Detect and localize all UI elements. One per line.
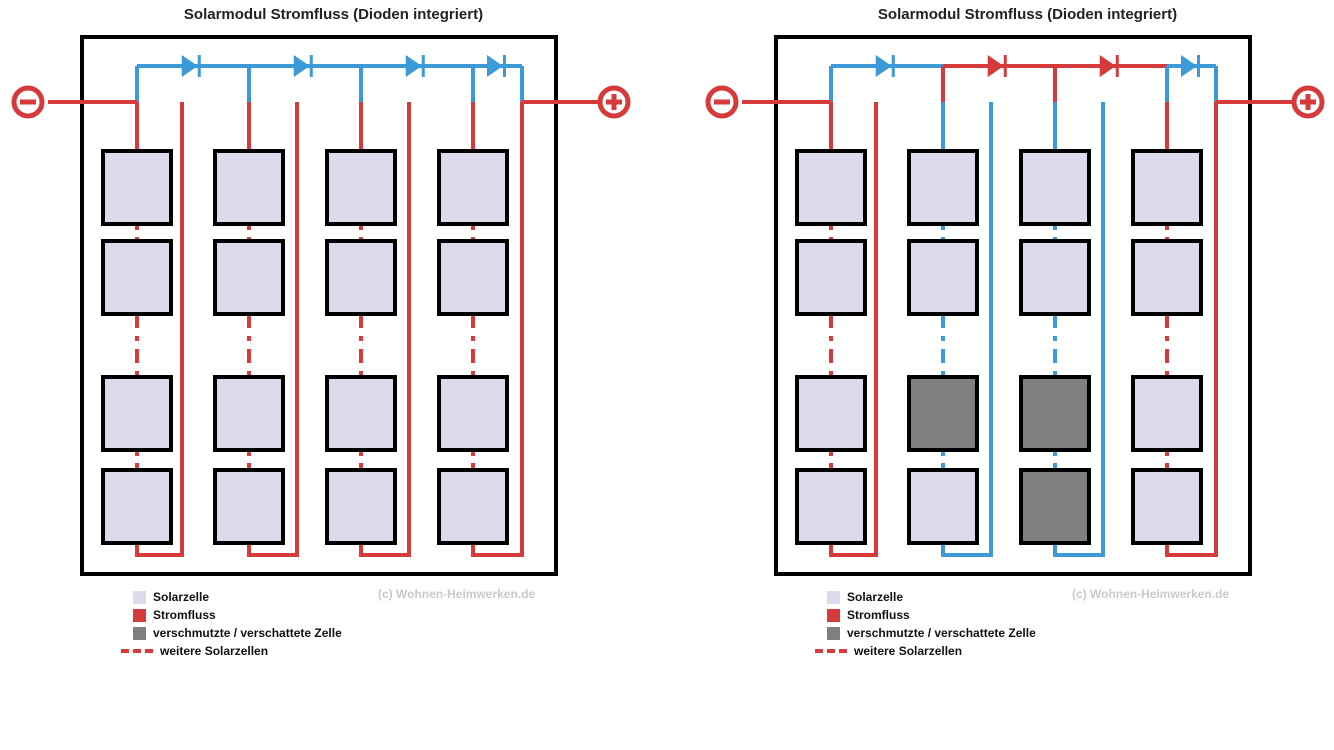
panel-normal: Solarmodul Stromfluss (Dioden integriert… — [11, 6, 631, 660]
legend-label: Stromfluss — [153, 608, 216, 622]
legend-label: Stromfluss — [847, 608, 910, 622]
legend-item-more-cells: weitere Solarzellen — [815, 642, 1036, 660]
diode-bar-icon — [1197, 55, 1200, 77]
return-wire — [941, 102, 993, 557]
solar-cell — [1131, 375, 1203, 452]
diode-bar-icon — [197, 55, 201, 77]
copyright-text: (c) Wohnen-Heimwerken.de — [1072, 587, 1230, 601]
plus-sign-vertical-icon — [1305, 94, 1311, 110]
solar-cell — [907, 149, 979, 226]
diode-bar-icon — [309, 55, 313, 77]
solar-cell — [101, 149, 173, 226]
solar-cell — [325, 149, 397, 226]
solar-cell — [795, 149, 867, 226]
solar-cell — [437, 239, 509, 316]
shaded-cell-swatch — [827, 626, 840, 640]
diode-bar-icon — [503, 55, 506, 77]
diode-icon — [181, 55, 198, 77]
legend-label: Solarzelle — [847, 590, 904, 604]
diode-icon — [1099, 55, 1116, 77]
solar-cell — [1019, 149, 1091, 226]
return-wire — [1165, 102, 1218, 557]
solar-cell — [101, 468, 173, 545]
diagram-title: Solarmodul Stromfluss (Dioden integriert… — [877, 6, 1178, 23]
panel-shaded: Solarmodul Stromfluss (Dioden integriert… — [694, 0, 1334, 750]
plus-sign-vertical-icon — [611, 94, 617, 110]
legend-item-more-cells: weitere Solarzellen — [121, 642, 342, 660]
minus-sign-icon — [20, 99, 36, 105]
solar-module-diagram — [11, 35, 631, 576]
solar-cell — [213, 239, 285, 316]
return-wire — [359, 102, 411, 557]
solar-cell — [325, 468, 397, 545]
solar-cell — [1131, 468, 1203, 545]
solar-cell — [213, 375, 285, 452]
diode-bar-icon — [421, 55, 425, 77]
legend-item-solar-cell: Solarzelle — [133, 588, 342, 606]
solar-cell — [795, 239, 867, 316]
dashed-line-sample — [815, 649, 847, 653]
current-flow-swatch — [133, 608, 146, 622]
return-wire — [247, 102, 299, 557]
dashed-line-sample — [121, 649, 153, 653]
legend: Solarzelle Stromfluss verschmutzte / ver… — [815, 588, 1036, 660]
solar-cell — [907, 239, 979, 316]
legend-item-current-flow: Stromfluss — [133, 606, 342, 624]
diode-icon — [987, 55, 1004, 77]
legend-item-shaded-cell: verschmutzte / verschattete Zelle — [827, 624, 1036, 642]
return-wire — [135, 102, 184, 557]
solar-cell — [101, 375, 173, 452]
solar-cell — [1131, 239, 1203, 316]
solar-cell-swatch — [133, 590, 146, 604]
solar-cell — [437, 375, 509, 452]
diode-bar-icon — [1003, 55, 1007, 77]
solar-cell — [437, 149, 509, 226]
legend-item-current-flow: Stromfluss — [827, 606, 1036, 624]
diode-icon — [487, 55, 503, 77]
legend-label: weitere Solarzellen — [854, 644, 963, 658]
legend-item-solar-cell: Solarzelle — [827, 588, 1036, 606]
return-wire — [471, 102, 524, 557]
diode-bar-icon — [891, 55, 895, 77]
diode-icon — [293, 55, 310, 77]
module-frame — [80, 35, 558, 576]
diode-icon — [875, 55, 892, 77]
shaded-solar-cell — [907, 375, 979, 452]
copyright-text: (c) Wohnen-Heimwerken.de — [378, 587, 536, 601]
solar-cell — [437, 468, 509, 545]
legend-item-shaded-cell: verschmutzte / verschattete Zelle — [133, 624, 342, 642]
legend-label: Solarzelle — [153, 590, 210, 604]
minus-sign-icon — [714, 99, 730, 105]
diode-bar-icon — [1115, 55, 1119, 77]
diode-icon — [1181, 55, 1197, 77]
shaded-cell-swatch — [133, 626, 146, 640]
return-wire — [1053, 102, 1105, 557]
shaded-solar-cell — [1019, 468, 1091, 545]
solar-cell — [213, 468, 285, 545]
solar-cell — [101, 239, 173, 316]
legend-label: weitere Solarzellen — [160, 644, 269, 658]
solar-cell — [795, 375, 867, 452]
solar-cell — [325, 239, 397, 316]
legend: Solarzelle Stromfluss verschmutzte / ver… — [121, 588, 342, 660]
diode-icon — [405, 55, 422, 77]
solar-cell — [795, 468, 867, 545]
solar-module-diagram — [705, 35, 1325, 576]
solar-cell — [1131, 149, 1203, 226]
solar-cell-swatch — [827, 590, 840, 604]
diagram-title: Solarmodul Stromfluss (Dioden integriert… — [183, 6, 484, 23]
solar-cell — [907, 468, 979, 545]
shaded-solar-cell — [1019, 375, 1091, 452]
return-wire — [829, 102, 878, 557]
module-frame — [774, 35, 1252, 576]
solar-cell — [325, 375, 397, 452]
current-flow-swatch — [827, 608, 840, 622]
legend-label: verschmutzte / verschattete Zelle — [153, 626, 342, 640]
solar-cell — [213, 149, 285, 226]
solar-cell — [1019, 239, 1091, 316]
legend-label: verschmutzte / verschattete Zelle — [847, 626, 1036, 640]
